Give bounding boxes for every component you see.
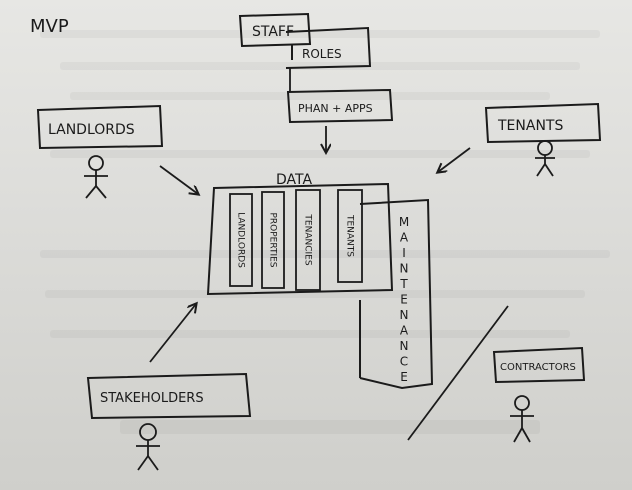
roles-box [285,26,372,69]
tenant-person-icon [535,140,555,177]
bleed-through-line [60,62,580,70]
diagram-title: MVP [30,16,69,37]
landlords-box [36,104,164,150]
tenants-node: TENANTS [484,102,602,144]
staff-node: STAFF [238,12,312,48]
landlords-node: LANDLORDS [36,104,164,150]
data-column-box [229,193,253,287]
data-column-label: LANDLORDS [236,212,246,268]
data-columns: LANDLORDS PROPERTIES TENANCIES TENANTS [229,189,363,291]
divider-line [407,305,509,441]
stakeholders-node: STAKEHOLDERS [86,372,252,420]
tenants-box [484,102,602,144]
data-column-label: TENANTS [345,214,355,257]
data-column-label: PROPERTIES [268,212,278,267]
contractors-label: CONTRACTORS [500,362,576,373]
data-column-box [337,189,363,283]
data-box [206,182,394,296]
contractors-node: CONTRACTORS [492,346,586,384]
data-column-box [295,189,321,291]
bleed-through-line [120,420,540,434]
landlords-to-data-arrow [159,165,198,194]
bleed-through-line [45,290,585,298]
bleed-through-line [40,30,600,38]
bleed-through-line [50,330,570,338]
staff-label: STAFF [252,24,294,40]
data-node: DATA [206,172,394,296]
phan-apps-box [286,88,394,124]
bleed-through-line [40,250,610,258]
bleed-through-line [50,150,590,158]
phan-apps-node: PHAN + APPS [286,88,394,124]
landlord-person-icon [84,155,108,199]
contractor-person-icon [510,395,534,443]
staff-box [238,12,312,48]
data-column-box [261,191,285,289]
contractors-box [492,346,586,384]
bleed-through-line [70,92,550,100]
stakeholders-label: STAKEHOLDERS [100,391,204,406]
stakeholder-person-icon [136,423,160,471]
roles-node: ROLES [285,26,372,69]
stakeholders-box [86,372,252,420]
tenants-label: TENANTS [497,118,563,134]
roles-label: ROLES [302,47,342,61]
data-label: DATA [276,172,312,188]
maintenance-box [359,198,434,390]
stakeholders-to-data-arrow [149,304,196,363]
phan-apps-label: PHAN + APPS [298,102,373,115]
landlords-label: LANDLORDS [48,122,135,138]
tenants-to-data-arrow [438,147,471,172]
data-column-label: TENANCIES [303,213,313,265]
